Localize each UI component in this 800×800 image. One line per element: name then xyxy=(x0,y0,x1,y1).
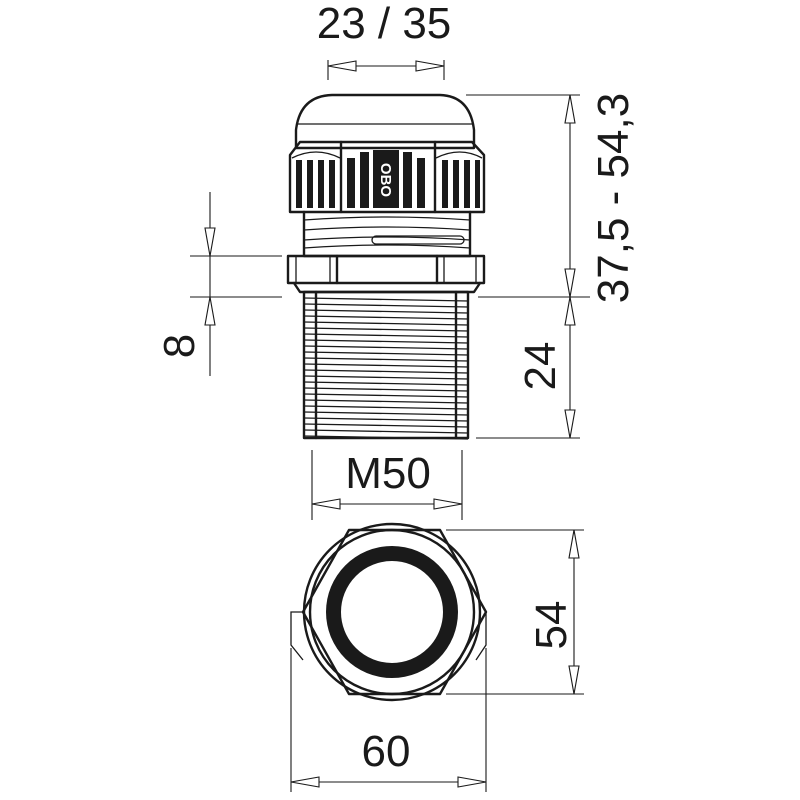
obo-brand-mark: OBO xyxy=(377,163,394,198)
dimension-flange-height: 8 xyxy=(155,192,282,376)
dimension-across-corners: 60 xyxy=(290,648,487,792)
gland-body xyxy=(302,210,472,258)
dimension-thread-size: M50 xyxy=(311,449,463,520)
flange-height-label: 8 xyxy=(155,334,204,358)
across-corners-label: 60 xyxy=(362,727,411,776)
dimension-clamping-range: 23 / 35 xyxy=(317,0,452,80)
top-view xyxy=(290,522,488,702)
clamping-range-label: 23 / 35 xyxy=(317,0,452,48)
dimension-thread-length: 24 xyxy=(476,296,580,439)
side-view: OBO xyxy=(286,93,486,440)
sealing-nut: OBO xyxy=(288,140,486,214)
thread-size-label: M50 xyxy=(345,449,431,498)
thread-length-label: 24 xyxy=(516,342,565,391)
connection-thread xyxy=(302,290,470,440)
dimension-across-flats: 54 xyxy=(446,529,584,695)
dome-cap xyxy=(294,93,476,150)
dimension-overall-height: 37,5 - 54,3 xyxy=(466,93,638,303)
hex-flange xyxy=(286,254,486,294)
overall-height-label: 37,5 - 54,3 xyxy=(589,93,638,303)
across-flats-label: 54 xyxy=(527,601,576,650)
